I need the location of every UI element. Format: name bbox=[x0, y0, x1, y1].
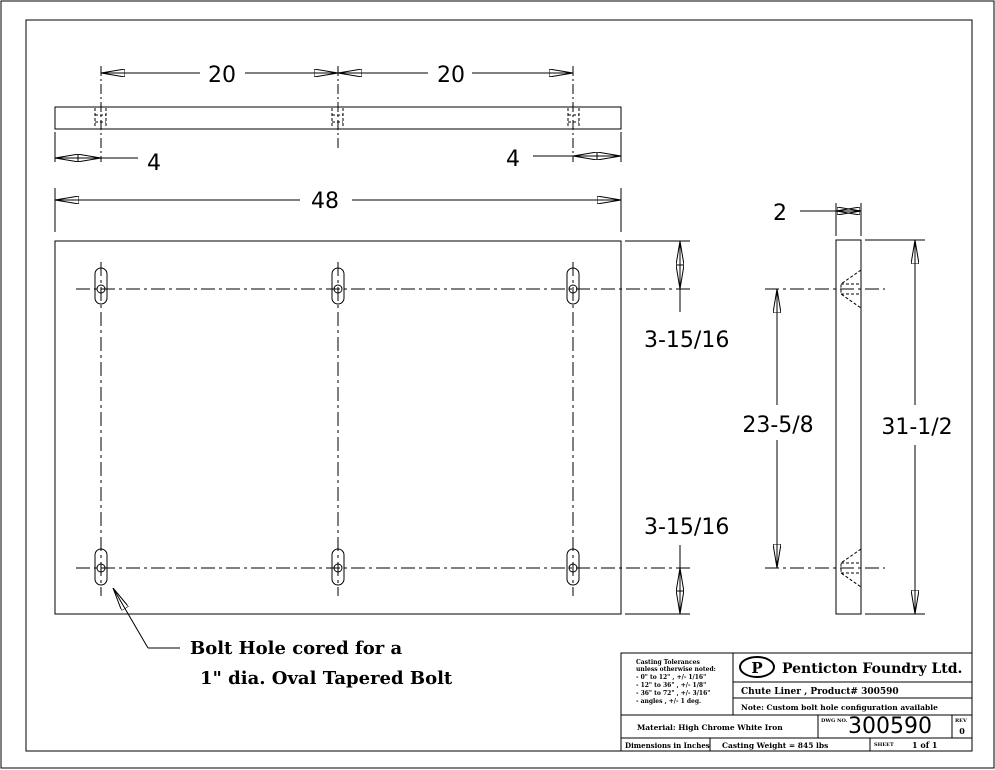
sheet-number: 1 of 1 bbox=[912, 740, 937, 750]
units-note: Dimensions in Inches bbox=[625, 741, 710, 750]
dim-top-row-offset: 3-15/16 bbox=[644, 328, 729, 353]
title-block bbox=[620, 652, 973, 752]
part-description: Chute Liner , Product# 300590 bbox=[741, 687, 899, 697]
tolerances-title: Casting Tolerances bbox=[636, 659, 700, 666]
dim-bottom-row-offset: 3-15/16 bbox=[644, 515, 729, 540]
tolerance-line-1: - 0" to 12" , +/- 1/16" bbox=[636, 674, 706, 681]
tolerance-line-2: - 12" to 36" , +/- 1/8" bbox=[636, 682, 706, 689]
dim-hole-spacing-vertical: 23-5/8 bbox=[742, 413, 813, 438]
bolt-hole-bottom-left bbox=[94, 548, 108, 586]
company-logo bbox=[739, 656, 775, 678]
bolt-hole-top-left bbox=[94, 267, 108, 305]
dim-overall-height: 31-1/2 bbox=[881, 415, 952, 440]
tolerances-sub: unless otherwise noted: bbox=[636, 666, 716, 673]
dwg-no: 300590 bbox=[848, 714, 932, 739]
casting-weight: Casting Weight = 845 lbs bbox=[722, 741, 828, 750]
callout-line-1: Bolt Hole cored for a bbox=[190, 638, 402, 659]
company-name: Penticton Foundry Ltd. bbox=[782, 661, 962, 677]
logo-letter: P bbox=[751, 659, 762, 677]
dim-top-left-spacing: 20 bbox=[208, 63, 236, 88]
side-view-body bbox=[835, 239, 862, 615]
rev-value: 0 bbox=[959, 726, 965, 736]
bolt-hole-top-right bbox=[566, 267, 580, 305]
side-view bbox=[765, 203, 925, 615]
dim-top-right-spacing: 20 bbox=[437, 63, 465, 88]
dim-left-edge-offset: 4 bbox=[147, 151, 161, 176]
bolt-hole-bottom-center bbox=[331, 548, 345, 586]
dim-thickness: 2 bbox=[773, 201, 787, 226]
dim-overall-length-lines bbox=[54, 188, 622, 232]
configuration-note: Note: Custom bolt hole configuration ava… bbox=[741, 703, 938, 712]
dwg-no-label: DWG NO. bbox=[821, 718, 848, 724]
sheet-label: SHEET bbox=[874, 742, 894, 748]
callout-line-2: 1" dia. Oval Tapered Bolt bbox=[200, 668, 453, 689]
dim-right-edge-offset: 4 bbox=[506, 147, 520, 172]
tolerance-line-3: - 36" to 72" , +/- 3/16" bbox=[636, 690, 710, 697]
front-view bbox=[54, 240, 690, 649]
inner-border bbox=[25, 19, 973, 752]
tolerance-line-4: - angles , +/- 1 deg. bbox=[636, 698, 701, 705]
rev-label: REV bbox=[955, 718, 967, 724]
top-view bbox=[54, 66, 622, 162]
bolt-hole-top-center bbox=[331, 267, 345, 305]
material: Material: High Chrome White Iron bbox=[637, 723, 783, 732]
front-view-body bbox=[54, 240, 622, 615]
bolt-hole-bottom-right bbox=[566, 548, 580, 586]
dim-overall-length: 48 bbox=[311, 189, 339, 214]
